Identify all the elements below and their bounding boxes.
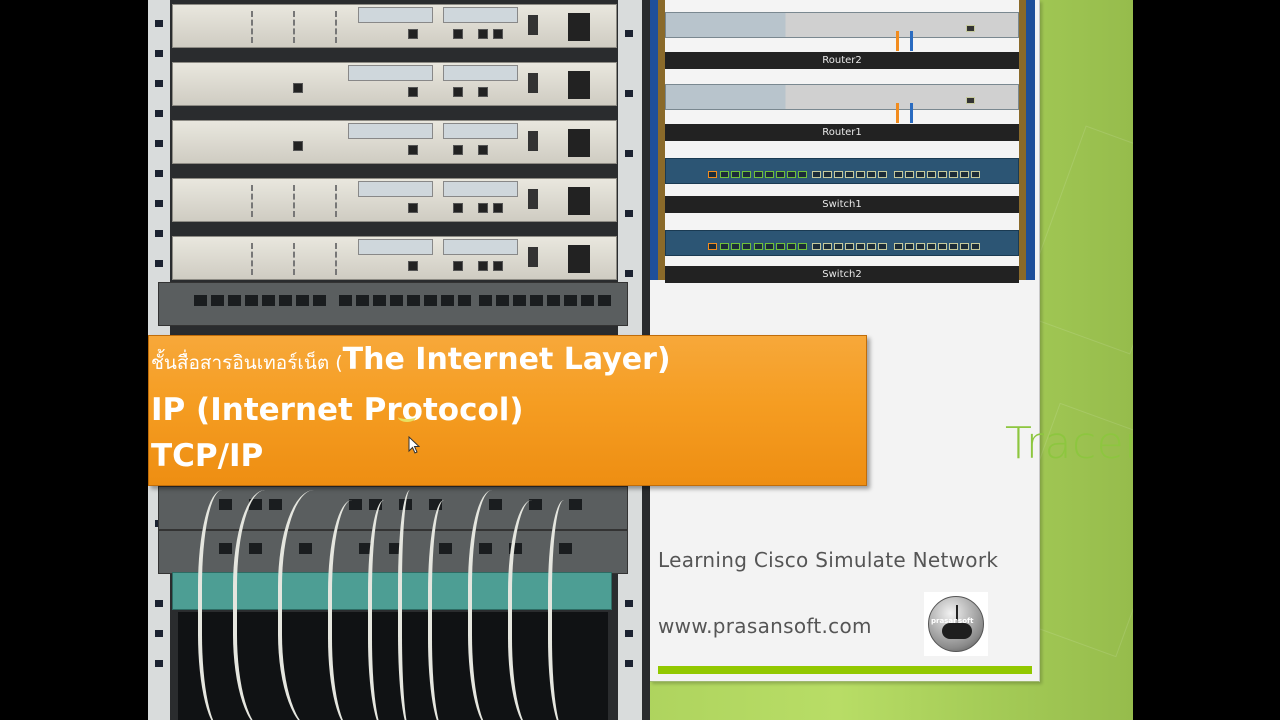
device-label: Router1 (665, 124, 1019, 141)
network-cable (468, 490, 528, 720)
rack-router-unit (172, 236, 617, 280)
rack-router-unit (172, 120, 617, 164)
gamepad-logo-icon: prasansoft (924, 592, 988, 656)
device-label: Switch1 (665, 196, 1019, 213)
pt-switch1-device (665, 158, 1019, 184)
network-cable (233, 490, 313, 720)
network-cable (328, 500, 388, 720)
network-cable (398, 490, 428, 720)
slide-title-fragment: Tracer (1005, 418, 1133, 469)
rack-router-unit (172, 178, 617, 222)
network-cable (278, 490, 368, 720)
rack-router-unit (172, 62, 617, 106)
pt-switch2-device (665, 230, 1019, 256)
callout-thai-text: ชั้นสื่อสารอินเทอร์เน็ต ( (151, 352, 343, 374)
callout-line-internet-layer: ชั้นสื่อสารอินเทอร์เน็ต (The Internet La… (151, 342, 671, 378)
network-cable (548, 500, 588, 720)
website-link[interactable]: www.prasansoft.com (658, 614, 872, 638)
device-label: Router2 (665, 52, 1019, 69)
callout-line-ip: IP (Internet Protocol) (151, 392, 524, 428)
logo-text: prasansoft (931, 617, 974, 625)
cursor-highlight (398, 412, 416, 422)
network-cable (198, 490, 258, 720)
network-cable (428, 500, 468, 720)
accent-bar (658, 666, 1032, 674)
device-label: Switch2 (665, 266, 1019, 283)
callout-line-tcpip: TCP/IP (151, 438, 264, 474)
callout-english-text: The Internet Layer) (342, 342, 671, 377)
slide-tagline: Learning Cisco Simulate Network (658, 548, 999, 572)
network-cable (368, 500, 408, 720)
mouse-cursor-icon (408, 436, 420, 454)
network-cable (508, 500, 568, 720)
packet-tracer-rack-screenshot: Router2 Router1 Switch1 Switch2 (650, 0, 1035, 283)
internet-layer-callout: ชั้นสื่อสารอินเทอร์เน็ต (The Internet La… (148, 335, 867, 486)
pt-router1-device (665, 84, 1019, 123)
rack-patch-panel (158, 282, 628, 326)
pt-router2-device (665, 12, 1019, 51)
rack-router-unit (172, 4, 617, 48)
